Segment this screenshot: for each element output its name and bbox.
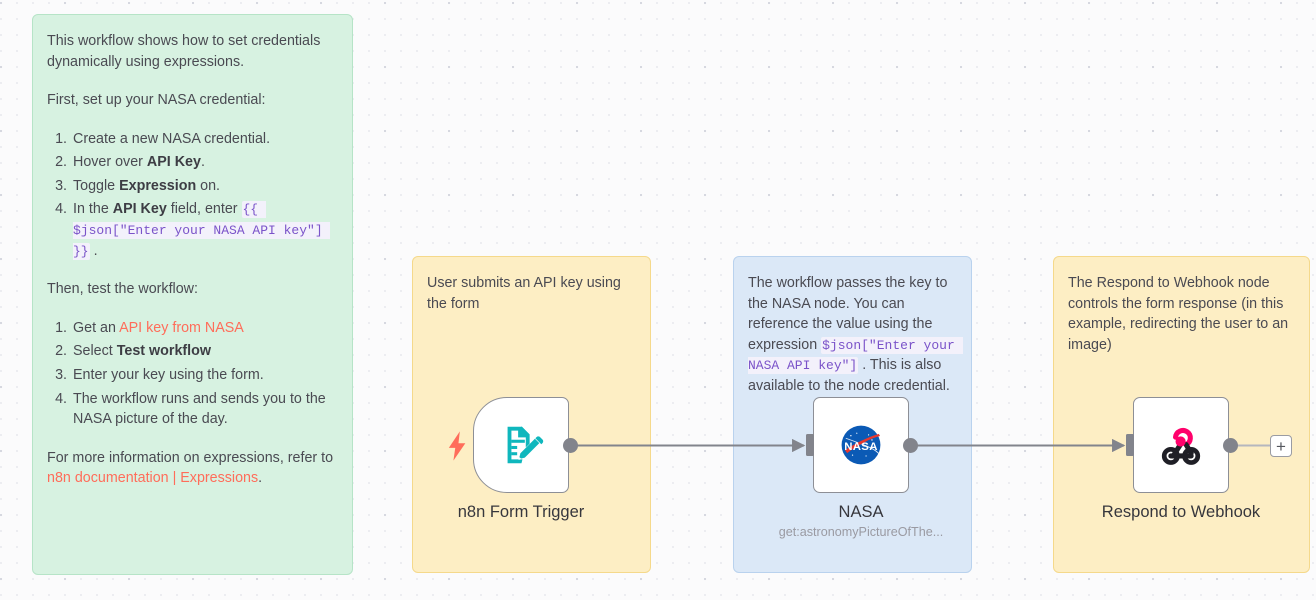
list-item-text-tail: .: [200, 154, 205, 171]
nasa-meatball-icon: NASA: [841, 425, 881, 465]
paragraph-text-tail: .: [258, 470, 263, 487]
list-item-text: In the: [73, 201, 113, 218]
node-label-respond-to-webhook: Respond to Webhook: [1101, 503, 1261, 521]
sticky-respond-text: The Respond to Webhook node controls the…: [1068, 275, 1289, 353]
list-item: Toggle Expression on.: [71, 176, 338, 197]
lightning-bolt-icon: [448, 431, 466, 461]
sticky-intro-paragraph-4: For more information on expressions, ref…: [47, 448, 338, 489]
list-item-emphasis: Expression: [119, 177, 197, 194]
list-item: Create a new NASA credential.: [71, 129, 338, 150]
output-port-nasa[interactable]: [903, 438, 918, 453]
sticky-note-intro[interactable]: This workflow shows how to set credentia…: [32, 14, 353, 575]
link-nasa-api-key[interactable]: API key from NASA: [119, 319, 244, 336]
sticky-intro-paragraph-3: Then, test the workflow:: [47, 281, 198, 298]
list-item-emphasis: Test workflow: [116, 343, 211, 360]
sticky-nasa-text: The workflow passes the key to the NASA …: [748, 273, 963, 396]
list-item-text-tail: on.: [196, 177, 221, 194]
node-nasa[interactable]: NASA: [813, 397, 909, 493]
sticky-intro-list-test: Get an API key from NASA Select Test wor…: [47, 318, 338, 430]
paragraph-text-tail: . This is also available to the node cre…: [748, 357, 950, 394]
node-respond-to-webhook[interactable]: [1133, 397, 1229, 493]
list-item-text: Create a new NASA credential.: [73, 130, 271, 147]
paragraph-text: For more information on expressions, ref…: [47, 449, 334, 466]
list-item: Select Test workflow: [71, 341, 338, 362]
list-item: In the API Key field, enter {{ $json["En…: [71, 199, 338, 261]
node-n8n-form-trigger[interactable]: [473, 397, 569, 493]
list-item-text-mid: field, enter: [166, 201, 242, 218]
node-label-nasa: NASA: [838, 503, 884, 521]
list-item: Get an API key from NASA: [71, 318, 338, 339]
list-item: Enter your key using the form.: [71, 365, 338, 386]
output-port-form-trigger[interactable]: [563, 438, 578, 453]
sticky-note-nasa[interactable]: The workflow passes the key to the NASA …: [733, 256, 972, 573]
webhook-icon: [1161, 427, 1201, 465]
link-n8n-documentation-expressions[interactable]: n8n documentation | Expressions: [47, 470, 259, 487]
paragraph-text: The workflow passes the key to the NASA …: [748, 275, 948, 353]
sticky-intro-list-setup: Create a new NASA credential. Hover over…: [47, 129, 338, 261]
sticky-intro-paragraph-2: First, set up your NASA credential:: [47, 92, 266, 109]
list-item-text: Hover over: [73, 154, 147, 171]
output-port-respond-to-webhook[interactable]: [1223, 438, 1238, 453]
list-item: The workflow runs and sends you to the N…: [71, 389, 338, 430]
sticky-form-text: User submits an API key using the form: [427, 275, 621, 312]
list-item-text: The workflow runs and sends you to the N…: [73, 390, 326, 428]
form-document-pencil-icon: [507, 426, 544, 464]
input-port-nasa[interactable]: [806, 434, 814, 456]
input-port-respond-to-webhook[interactable]: [1126, 434, 1134, 456]
list-item-text: Enter your key using the form.: [73, 366, 264, 383]
list-item: Hover over API Key.: [71, 152, 338, 173]
list-item-text-tail: .: [89, 242, 98, 259]
list-item-text: Toggle: [73, 177, 120, 194]
list-item-text: Get an: [73, 319, 120, 336]
list-item-emphasis: API Key: [146, 154, 201, 171]
node-sublabel-nasa: get:astronomyPictureOfThe...: [778, 525, 944, 539]
sticky-intro-paragraph-1: This workflow shows how to set credentia…: [47, 33, 321, 70]
list-item-emphasis: API Key: [112, 201, 167, 218]
list-item-text: Select: [73, 343, 117, 360]
add-node-button[interactable]: +: [1270, 435, 1292, 457]
svg-text:NASA: NASA: [844, 441, 878, 453]
node-label-form-trigger: n8n Form Trigger: [457, 503, 585, 521]
